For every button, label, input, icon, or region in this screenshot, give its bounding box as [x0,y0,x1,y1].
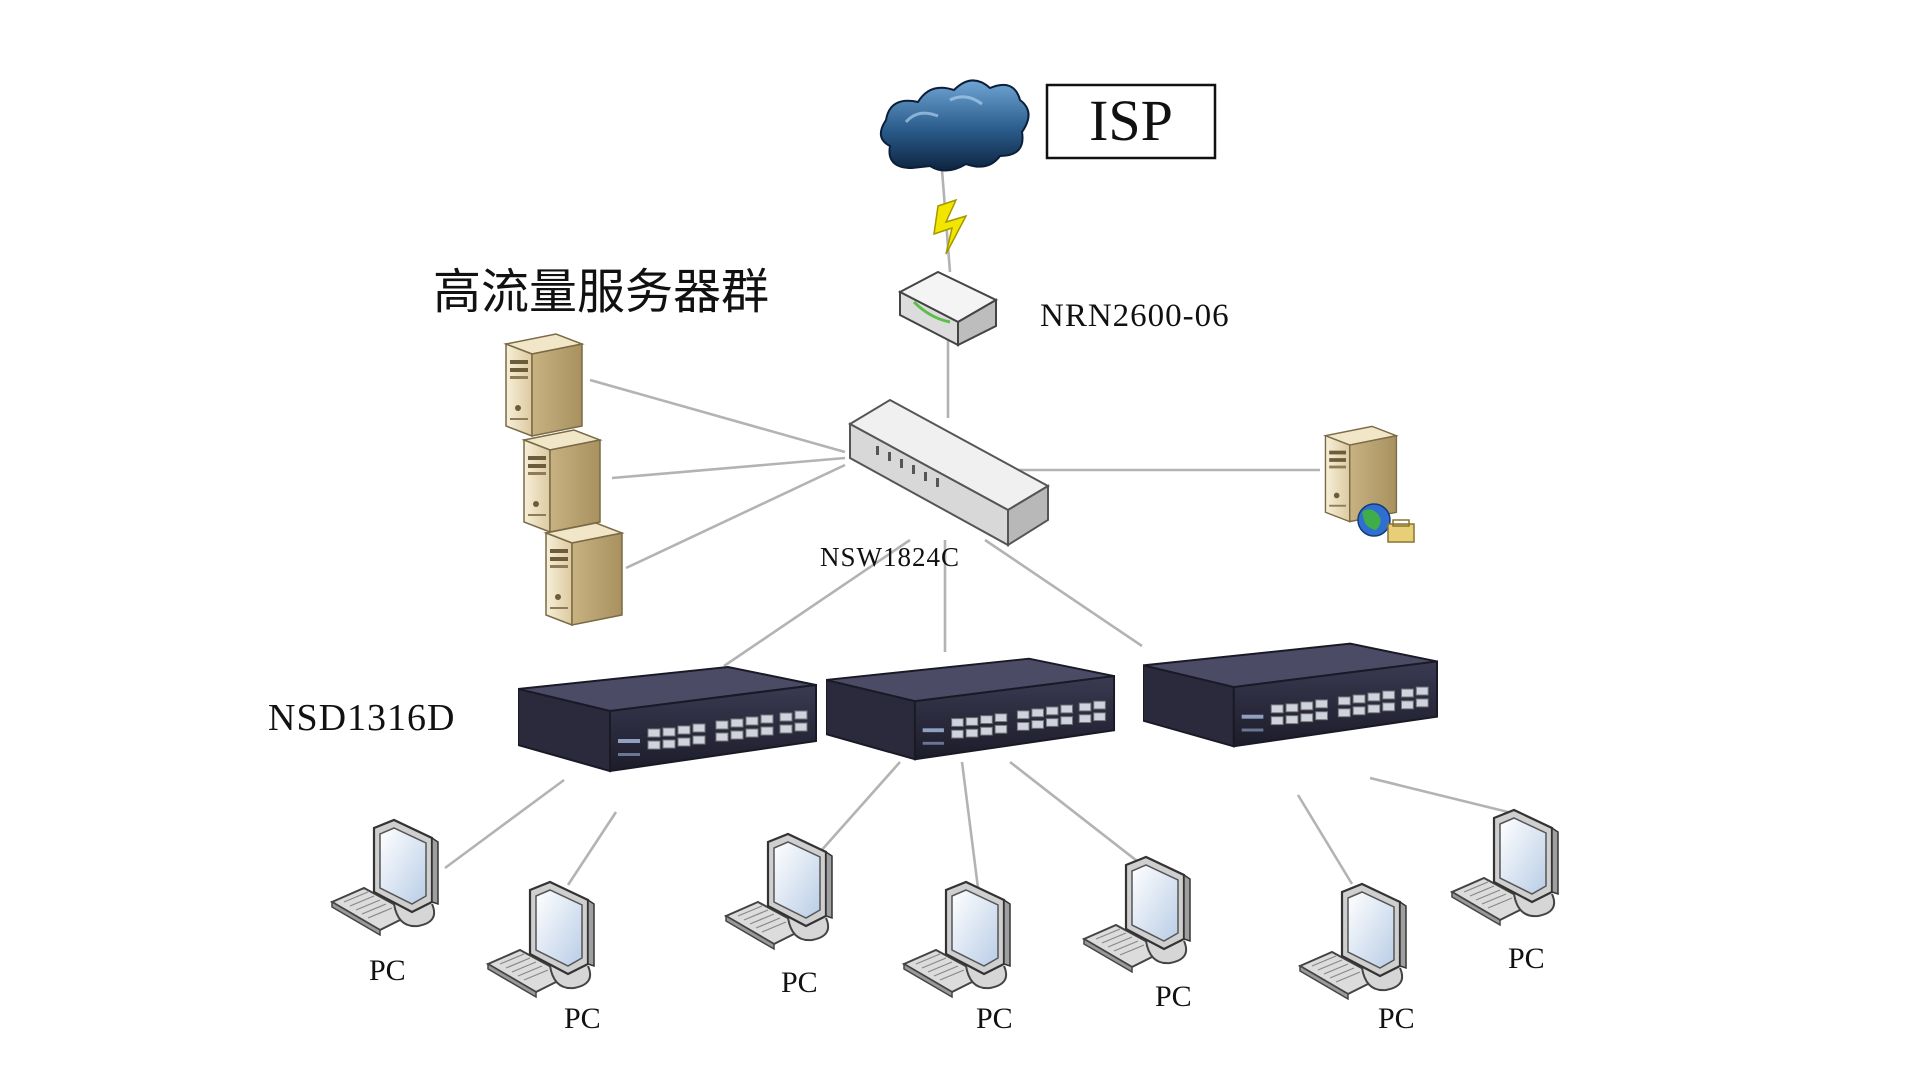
router-icon [897,270,999,347]
pc-icon [332,820,438,935]
core-switch-label: NSW1824C [820,542,960,572]
cloud-icon [879,79,1030,172]
pc-label: PC [369,954,406,987]
pc-label: PC [1155,980,1192,1013]
isp-label-box: ISP [1045,83,1217,160]
pc-label: PC [1378,1002,1415,1035]
pc-icon [726,834,832,949]
pc-icon [1452,810,1558,925]
server-group-label: 高流量服务器群 [433,264,769,320]
pc-icon [1084,857,1190,972]
pc-label: PC [976,1002,1013,1035]
server-icon [524,430,600,532]
web-server-icon [1325,426,1415,543]
server-icon [506,334,582,436]
router-label: NRN2600-06 [1040,298,1230,334]
access-switch-label: NSD1316D [268,697,455,739]
connection-lines [444,169,1509,889]
access-switch-icon [826,659,1114,760]
pc-label: PC [1508,942,1545,975]
server-icon [546,523,622,625]
pc-icon [1300,884,1406,999]
access-switch-icon [518,667,816,771]
pc-label: PC [564,1002,601,1035]
access-switch-icon [1143,644,1437,747]
pc-icon [904,882,1010,997]
core-switch-icon [847,398,1051,547]
lightning-icon [933,198,968,255]
isp-label: ISP [1089,88,1173,153]
pc-icon [488,882,594,997]
pc-label: PC [781,966,818,999]
